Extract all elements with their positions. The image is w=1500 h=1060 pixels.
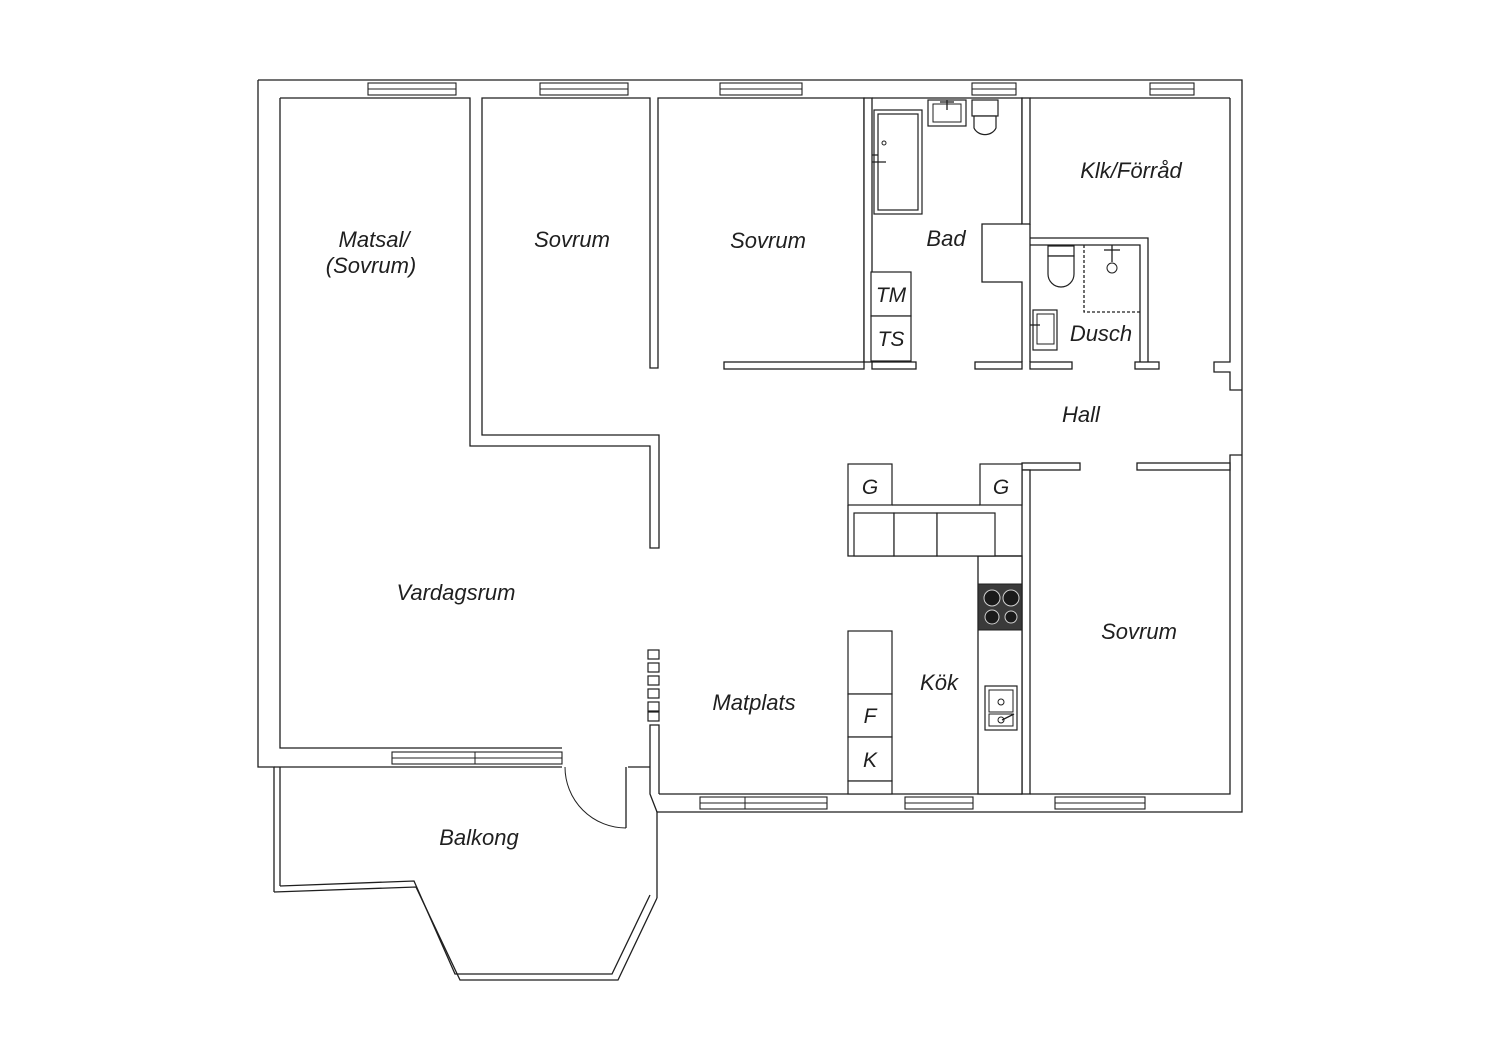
sliding-door[interactable] — [647, 649, 660, 722]
room-label-hall: Hall — [1062, 402, 1101, 427]
room-label-matplats: Matplats — [712, 690, 795, 715]
room-label-bad: Bad — [926, 226, 966, 251]
bathtub — [872, 109, 923, 215]
g-left-label: G — [862, 476, 878, 499]
dusch-toilet — [1047, 245, 1075, 288]
tm-ts-units: TM TS — [870, 271, 912, 362]
g-right-label: G — [993, 476, 1009, 499]
tm-label: TM — [876, 284, 907, 307]
bad-sink — [927, 99, 967, 127]
room-label-matsal: Matsal/ — [339, 227, 412, 252]
ts-label: TS — [878, 328, 905, 351]
room-label-sovrum-1: Sovrum — [534, 227, 610, 252]
kitchen-sink — [984, 685, 1018, 731]
dusch-sink — [1030, 309, 1058, 351]
f-label: F — [864, 705, 878, 728]
room-label-sovrum-3: Sovrum — [1101, 619, 1177, 644]
room-labels: Matsal/ (Sovrum) Sovrum Sovrum Bad Klk/F… — [326, 158, 1183, 850]
shower — [1083, 245, 1140, 313]
k-label: K — [863, 749, 878, 772]
room-label-kok: Kök — [920, 670, 959, 695]
stove — [977, 583, 1023, 631]
kitchen-cabinets — [853, 512, 996, 557]
wardrobe-left: G — [847, 463, 893, 506]
interior-walls — [723, 97, 1231, 795]
bad-toilet — [971, 99, 999, 136]
room-label-balkong: Balkong — [439, 825, 519, 850]
wardrobe-right: G — [979, 463, 1023, 506]
room-label-sovrum-2: Sovrum — [730, 228, 806, 253]
room-label-dusch: Dusch — [1070, 321, 1132, 346]
windows — [367, 82, 1195, 810]
balcony — [273, 766, 658, 981]
fridge-freezer: F K — [847, 630, 893, 795]
room-label-klk-forrad: Klk/Förråd — [1080, 158, 1182, 183]
outer-walls — [257, 79, 1243, 898]
room-label-vardagsrum: Vardagsrum — [396, 580, 515, 605]
room-label-matsal-sub: (Sovrum) — [326, 253, 416, 278]
